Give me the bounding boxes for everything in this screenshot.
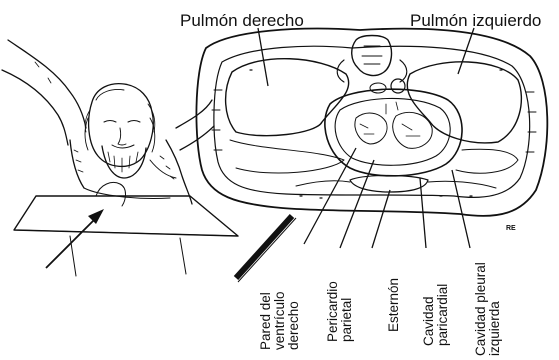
svg-text:paricardial: paricardial xyxy=(435,284,450,346)
label-pericardial-cavity: Cavidad paricardial xyxy=(421,284,450,346)
svg-text:Cavidad: Cavidad xyxy=(421,296,436,346)
svg-text:izquierda: izquierda xyxy=(487,301,502,356)
leader-right-lung xyxy=(258,28,268,86)
arrow-to-cross-section xyxy=(236,216,296,282)
torso-figure xyxy=(2,40,238,276)
scale-mark: RE xyxy=(506,225,516,232)
svg-text:ventrículo: ventrículo xyxy=(272,291,287,350)
svg-text:Esternón: Esternón xyxy=(386,278,401,332)
cross-section xyxy=(196,29,547,216)
svg-text:derecho: derecho xyxy=(286,301,301,350)
label-parietal-pericardium: Pericardio parietal xyxy=(325,281,354,342)
arrow-into-plane xyxy=(46,209,104,268)
label-sternum: Esternón xyxy=(386,278,401,332)
svg-text:Cavidad pleural: Cavidad pleural xyxy=(473,262,488,356)
leader-parietal-pericardium xyxy=(340,160,374,248)
label-left-lung: Pulmón izquierdo xyxy=(410,11,541,30)
svg-text:parietal: parietal xyxy=(339,298,354,342)
svg-text:Pericardio: Pericardio xyxy=(325,281,340,342)
svg-text:Pared del: Pared del xyxy=(258,292,273,350)
label-right-lung: Pulmón derecho xyxy=(180,11,304,30)
leader-rv-wall xyxy=(304,148,356,244)
leader-sternum xyxy=(372,190,390,248)
leader-left-lung xyxy=(458,28,474,74)
label-rv-wall: Pared del ventrículo derecho xyxy=(258,291,301,350)
label-left-pleural-cavity: Cavidad pleural izquierda xyxy=(473,262,502,356)
